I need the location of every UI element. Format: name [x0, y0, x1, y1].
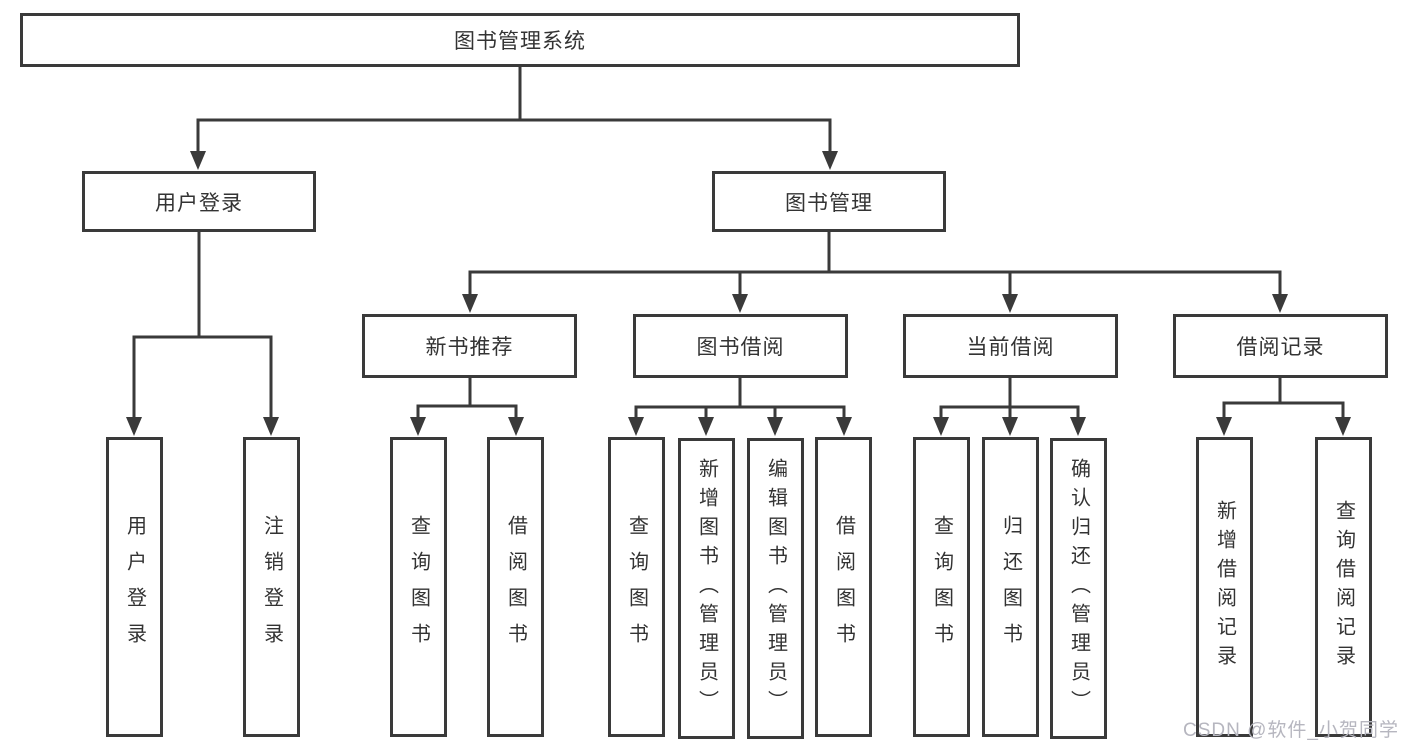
arrow-down-icon [732, 294, 748, 313]
arrow-down-icon [126, 417, 142, 436]
arrow-down-icon [410, 417, 426, 436]
leaf-edit-books-admin: 编辑图书（管理员） [747, 438, 804, 739]
arrow-down-icon [462, 294, 478, 313]
arrow-down-icon [933, 417, 949, 436]
leaf-user-login: 用户登录 [106, 437, 163, 737]
leaf-add-books-admin: 新增图书（管理员） [678, 438, 735, 739]
node-book-borrowing: 图书借阅 [633, 314, 848, 378]
node-current-borrowing: 当前借阅 [903, 314, 1118, 378]
leaf-return-books: 归还图书 [982, 437, 1039, 737]
connector-user-login-children [132, 232, 273, 421]
node-library-system: 图书管理系统 [20, 13, 1020, 67]
arrow-down-icon [190, 151, 206, 170]
leaf-logout: 注销登录 [243, 437, 300, 737]
arrow-down-icon [263, 417, 279, 436]
connector-current-borrow-children [939, 378, 1080, 421]
arrow-down-icon [1002, 294, 1018, 313]
arrow-down-icon [1070, 417, 1086, 436]
arrow-down-icon [1002, 417, 1018, 436]
node-book-management: 图书管理 [712, 171, 946, 232]
leaf-query-books-recommend: 查询图书 [390, 437, 447, 737]
leaf-add-borrow-record: 新增借阅记录 [1196, 437, 1253, 737]
arrow-down-icon [1272, 294, 1288, 313]
leaf-query-books-borrowing: 查询图书 [608, 437, 665, 737]
connector-records-children [1222, 378, 1345, 421]
arrowheads [126, 151, 1351, 436]
leaf-query-borrow-record: 查询借阅记录 [1315, 437, 1372, 737]
arrow-down-icon [1335, 417, 1351, 436]
arrow-down-icon [628, 417, 644, 436]
connector-recommendation-children [416, 378, 518, 421]
arrow-down-icon [1216, 417, 1232, 436]
arrow-down-icon [698, 417, 714, 436]
arrow-down-icon [836, 417, 852, 436]
connector-book-management-children [468, 232, 1282, 300]
leaf-borrow-books-recommend: 借阅图书 [487, 437, 544, 737]
connector-borrowing-children [634, 378, 846, 421]
arrow-down-icon [822, 151, 838, 170]
leaf-query-books-current: 查询图书 [913, 437, 970, 737]
arrow-down-icon [508, 417, 524, 436]
node-borrowing-records: 借阅记录 [1173, 314, 1388, 378]
leaf-borrow-books-borrowing: 借阅图书 [815, 437, 872, 737]
node-user-login: 用户登录 [82, 171, 316, 232]
watermark: CSDN @软件_小贺同学 [1183, 720, 1399, 741]
leaf-confirm-return-admin: 确认归还（管理员） [1050, 438, 1107, 739]
node-new-book-recommendation: 新书推荐 [362, 314, 577, 378]
connector-lines [132, 67, 1345, 421]
arrow-down-icon [767, 417, 783, 436]
connector-root-to-branches [196, 67, 832, 156]
